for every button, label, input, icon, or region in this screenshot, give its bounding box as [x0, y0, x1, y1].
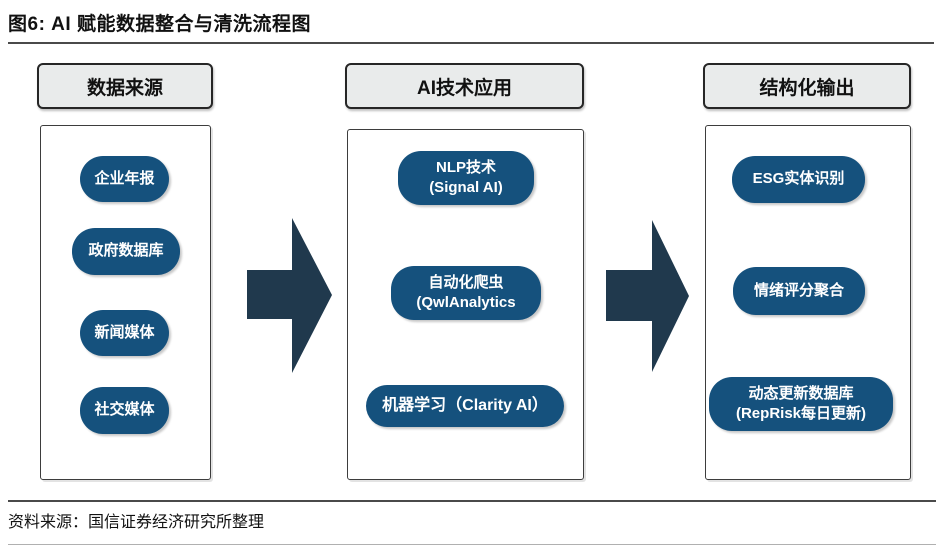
- pill-label: 新闻媒体: [94, 323, 155, 341]
- pill-government-databases: 政府数据库: [72, 228, 180, 275]
- pill-label: 情绪评分聚合: [753, 281, 844, 299]
- pill-label: 企业年报: [94, 169, 155, 187]
- pill-sentiment-score-aggregation: 情绪评分聚合: [733, 267, 865, 315]
- pill-social-media: 社交媒体: [80, 387, 169, 434]
- header-data-sources: 数据来源: [37, 63, 213, 109]
- bottom-edge-line: [8, 544, 936, 545]
- title-divider: [8, 42, 934, 44]
- header-ai-tech-application: AI技术应用: [345, 63, 584, 109]
- pill-label: 动态更新数据库: [748, 384, 854, 402]
- pill-label: NLP技术: [435, 158, 496, 176]
- pill-esg-entity-recognition: ESG实体识别: [732, 156, 865, 203]
- pill-dynamic-database-reprisk: 动态更新数据库 (RepRisk每日更新): [709, 377, 893, 431]
- pill-corporate-annual-reports: 企业年报: [80, 156, 169, 202]
- header-structured-output: 结构化输出: [703, 63, 911, 109]
- pill-label: 机器学习（Clarity AI）: [382, 397, 548, 415]
- pill-automated-crawler-qwlanalytics: 自动化爬虫 (QwlAnalytics: [391, 266, 541, 320]
- pill-machine-learning-clarity-ai: 机器学习（Clarity AI）: [366, 385, 564, 427]
- pill-label: (RepRisk每日更新): [735, 405, 866, 422]
- pill-nlp-signal-ai: NLP技术 (Signal AI): [398, 151, 534, 205]
- right-arrow-icon: [247, 218, 332, 373]
- pill-label: 自动化爬虫: [428, 273, 504, 291]
- figure-title: 图6: AI 赋能数据整合与清洗流程图: [8, 14, 311, 35]
- pill-news-media: 新闻媒体: [80, 310, 169, 356]
- pill-label: (Signal AI): [429, 179, 503, 196]
- source-divider: [8, 500, 936, 502]
- pill-label: (QwlAnalytics: [416, 294, 516, 311]
- pill-label: 政府数据库: [88, 242, 164, 260]
- source-note: 资料来源：国信证券经济研究所整理: [8, 514, 265, 531]
- pill-label: ESG实体识别: [752, 170, 845, 188]
- pill-label: 社交媒体: [94, 401, 155, 419]
- right-arrow-icon: [606, 220, 689, 372]
